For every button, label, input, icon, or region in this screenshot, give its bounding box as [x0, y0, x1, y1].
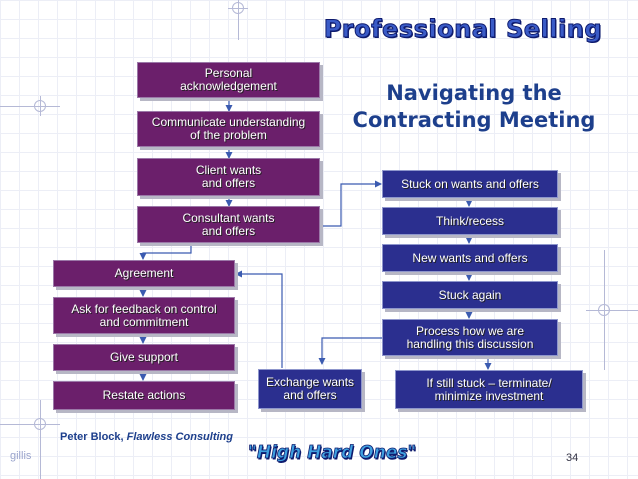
box-if-still-stuck: If still stuck – terminate/minimize inve…	[395, 370, 583, 409]
box-restate-actions: Restate actions	[53, 381, 235, 410]
slide-title: Professional Selling	[323, 15, 602, 44]
box-agreement: Agreement	[53, 260, 235, 287]
crosshair-decoration-left	[0, 96, 60, 116]
subtitle-line-2: Contracting Meeting	[352, 108, 596, 132]
box-stuck-again: Stuck again	[382, 281, 558, 309]
box-new-wants: New wants and offers	[382, 244, 558, 272]
crosshair-decoration-bottom	[0, 400, 60, 479]
footer-credit: Peter Block, Flawless Consulting	[60, 431, 233, 443]
crosshair-decoration-right	[586, 250, 638, 370]
arrow-consultant-to-agreement	[139, 243, 192, 260]
page-number: 34	[566, 452, 579, 464]
box-give-support: Give support	[53, 344, 235, 371]
arrow-consultant-to-stuck	[319, 180, 382, 227]
credit-author: Peter Block,	[60, 431, 127, 443]
crosshair-decoration-top	[228, 0, 248, 40]
box-think-recess: Think/recess	[382, 207, 558, 235]
slide-subtitle: Navigating the Contracting Meeting	[345, 80, 603, 134]
arrow-process-to-exchange	[318, 337, 384, 365]
box-stuck-on-wants: Stuck on wants and offers	[382, 170, 558, 198]
footer-author-tag: gillis	[10, 450, 32, 462]
credit-book: Flawless Consulting	[126, 431, 233, 443]
footer-tagline: "High Hard Ones"	[248, 442, 417, 464]
arrow-exchange-to-agreement	[235, 270, 283, 368]
subtitle-line-1: Navigating the	[386, 81, 562, 105]
